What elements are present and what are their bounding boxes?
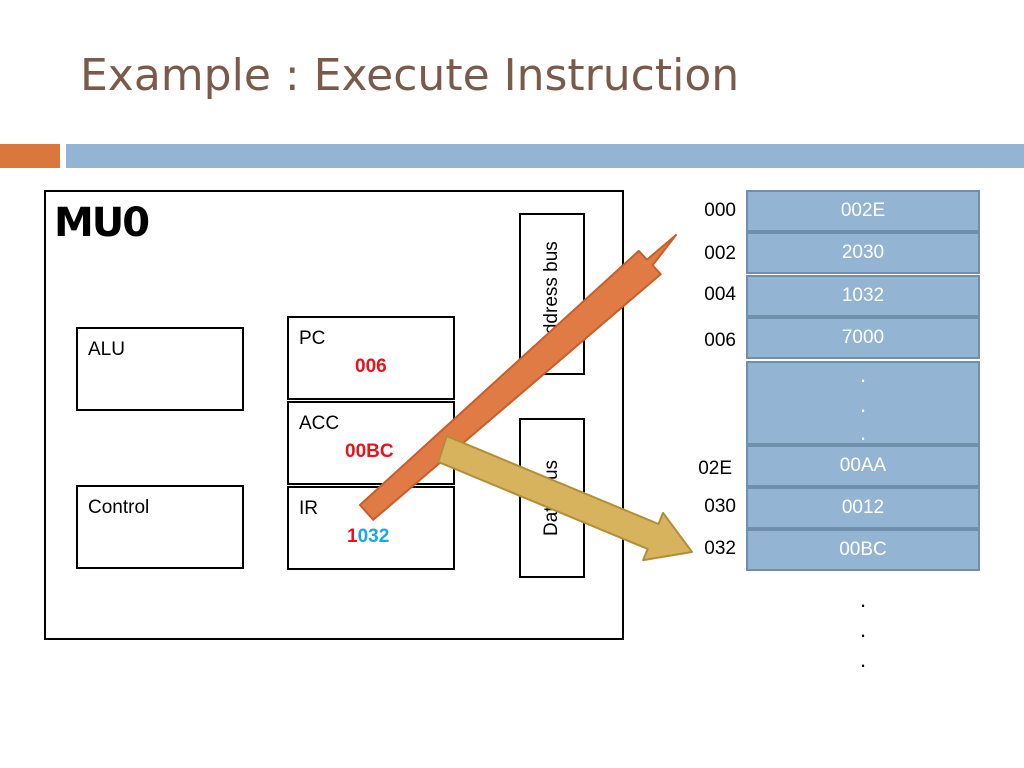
mu0-processor-frame	[44, 190, 624, 640]
accent-bar-blue	[66, 144, 1024, 168]
acc-value: 00BC	[345, 441, 394, 462]
memory-address: 000	[704, 200, 736, 221]
control-box: Control	[76, 485, 244, 569]
slide-title: Example : Execute Instruction	[80, 50, 740, 101]
memory-cell: 2030	[746, 232, 980, 274]
memory-address: 004	[704, 284, 736, 305]
pc-value: 006	[355, 356, 387, 377]
ir-label: IR	[299, 498, 318, 519]
memory-address: 002	[704, 243, 736, 264]
acc-label: ACC	[299, 413, 340, 434]
alu-label: ALU	[88, 339, 125, 360]
ir-opcode: 1	[347, 526, 358, 547]
control-label: Control	[88, 497, 150, 518]
memory-cell: 1032	[746, 275, 980, 317]
memory-cell-gap	[746, 361, 980, 445]
ellipsis-dot: .	[859, 420, 867, 445]
address-arrow	[358, 234, 677, 521]
memory-cell: 00BC	[746, 529, 980, 571]
pc-register: PC 006	[287, 316, 455, 400]
memory-address: 006	[704, 330, 736, 351]
memory-address: 032	[704, 538, 736, 559]
mu0-label: MU0	[54, 200, 150, 246]
ellipsis-dot: .	[859, 587, 867, 612]
accent-bar-orange	[0, 144, 60, 168]
memory-cell: 7000	[746, 317, 980, 359]
memory-address: 02E	[698, 458, 732, 479]
pc-label: PC	[299, 328, 326, 349]
ellipsis-dot: .	[859, 617, 867, 642]
memory-cell: 0012	[746, 487, 980, 529]
ellipsis-dot: .	[859, 392, 867, 417]
memory-cell: 002E	[746, 190, 980, 232]
ellipsis-dot: .	[859, 362, 867, 387]
memory-address: 030	[704, 496, 736, 517]
ir-operand: 032	[357, 526, 390, 547]
ellipsis-dot: .	[859, 647, 867, 672]
alu-box: ALU	[76, 327, 244, 411]
memory-cell: 00AA	[746, 445, 980, 487]
ir-value: 1032	[347, 526, 389, 548]
data-arrow	[437, 435, 693, 562]
